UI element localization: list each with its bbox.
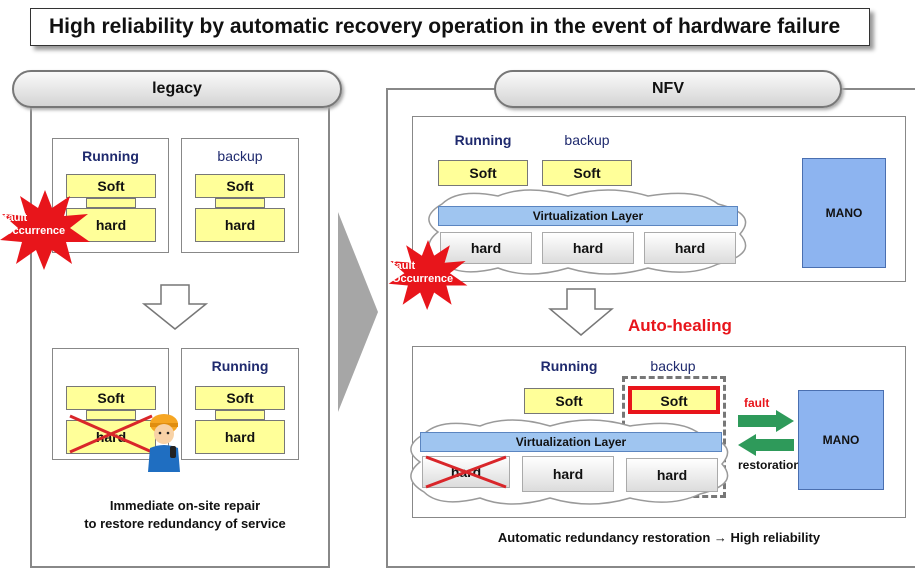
nfv-bottom-running-label: Running [540,358,598,374]
auto-healing-label: Auto-healing [628,316,732,335]
down-arrow-icon [142,284,208,330]
nfv-top-virtualization-layer: Virtualization Layer [438,206,738,226]
nfv-caption: Automatic redundancy restoration → High … [497,530,821,545]
transition-arrow-icon [338,212,378,412]
legacy-caption-line2: to restore redundancy of service [84,516,286,531]
page-title: High reliability by automatic recovery o… [30,8,870,46]
nfv-top-hard-1: hard [440,232,532,264]
nfv-top-mano: MANO [802,158,886,268]
nfv-top-backup-label: backup [564,132,610,148]
nfv-bottom-soft-backup: Soft [628,386,720,414]
legacy-running-label: Running [82,148,139,164]
legacy-backup-connector [215,198,265,208]
legacy-new-running-connector [215,410,265,420]
nfv-bottom-soft-running: Soft [524,388,614,414]
legacy-backup-soft: Soft [195,174,285,198]
legacy-running-soft: Soft [66,174,156,198]
nfv-failure-cross-icon [425,455,507,489]
legacy-new-running-hard: hard [195,420,285,454]
failure-cross-icon [69,414,153,454]
nfv-bottom-hard-2: hard [522,456,614,492]
legacy-failed-soft: Soft [66,386,156,410]
nfv-fault-label: fault Occurrence [392,260,454,285]
nfv-top-hard-3: hard [644,232,736,264]
nfv-bottom-mano: MANO [798,390,884,490]
legacy-failed-connector [86,410,136,420]
legacy-fault-label: fault Occurrence [4,212,66,237]
fault-label: fault [744,396,770,410]
legacy-header: legacy [12,70,342,108]
legacy-backup-hard: hard [195,208,285,242]
nfv-down-arrow-icon [548,288,614,336]
nfv-top-soft-backup: Soft [542,160,632,186]
nfv-bottom-virtualization-layer: Virtualization Layer [420,432,722,452]
nfv-bottom-hard-3: hard [626,458,718,492]
legacy-running-connector [86,198,136,208]
legacy-backup-label: backup [217,148,263,164]
repair-worker-icon [148,414,180,472]
fault-starburst-icon [0,190,90,270]
restoration-arrow-left-icon [738,434,794,456]
nfv-top-running-label: Running [454,132,512,148]
nfv-bottom-backup-label: backup [650,358,696,374]
legacy-new-running-soft: Soft [195,386,285,410]
nfv-top-hard-2: hard [542,232,634,264]
legacy-new-running-label: Running [211,358,269,374]
legacy-caption-line1: Immediate on-site repair [109,498,261,513]
nfv-top-soft-running: Soft [438,160,528,186]
nfv-header: NFV [494,70,842,108]
fault-arrow-right-icon [738,410,794,432]
restoration-label: restoration [738,458,801,472]
nfv-fault-starburst-icon [388,240,468,310]
